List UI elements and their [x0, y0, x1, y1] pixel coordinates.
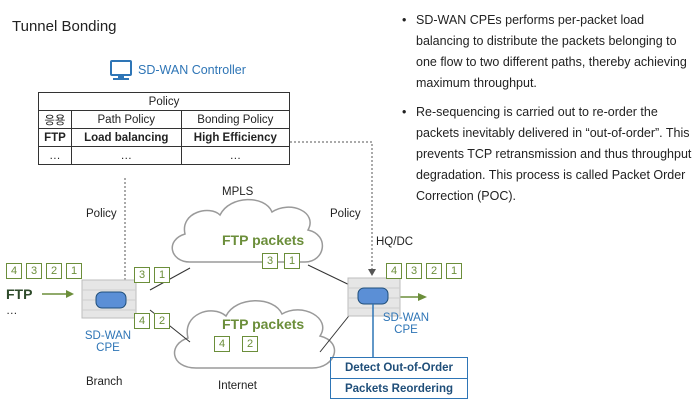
hq-cpe-line1: SD-WAN: [382, 312, 430, 324]
bullet-text: SD-WAN CPEs performs per-packet load bal…: [416, 13, 687, 90]
bullet-dot-icon: •: [402, 105, 407, 119]
hq-cpe-icon: [347, 277, 401, 317]
diagram-title: Tunnel Bonding: [12, 18, 117, 35]
packet-box: 2: [426, 263, 442, 279]
policy-cell: High Efficiency: [180, 128, 291, 147]
policy-label-hq: Policy: [330, 208, 361, 220]
branch-cpe-icon: [81, 279, 137, 319]
policy-cell: …: [38, 146, 72, 165]
packet-box: 3: [262, 253, 278, 269]
policy-cell: …: [180, 146, 291, 165]
packet-box: 1: [284, 253, 300, 269]
bullet-item: • SD-WAN CPEs performs per-packet load b…: [402, 10, 692, 94]
hq-cpe-line2: CPE: [394, 324, 418, 336]
packet-box: 2: [242, 336, 258, 352]
internet-cloud-label: FTP packets: [222, 316, 305, 332]
policy-cell: …: [70, 146, 182, 165]
policy-col-path: Path Policy: [70, 110, 182, 129]
branch-cpe-line2: CPE: [96, 342, 120, 354]
policy-col-bonding: Bonding Policy: [180, 110, 291, 129]
policy-table: Policy 응용 Path Policy Bonding Policy FTP…: [38, 92, 291, 165]
internet-cloud: [173, 300, 336, 369]
policy-col-app: 응용: [38, 110, 72, 129]
packet-box: 1: [446, 263, 462, 279]
monitor-icon: [110, 60, 132, 80]
mpls-cloud-label: FTP packets: [222, 232, 305, 248]
branch-cpe-label: SD-WAN CPE: [78, 330, 138, 354]
branch-label: Branch: [86, 376, 123, 388]
hq-label: HQ/DC: [376, 236, 414, 248]
bullet-text: Re-sequencing is carried out to re-order…: [416, 105, 692, 203]
packet-box: 3: [406, 263, 422, 279]
hq-cpe-label: SD-WAN CPE: [376, 312, 436, 336]
packet-box: 4: [214, 336, 230, 352]
packet-box: 4: [6, 263, 22, 279]
bullet-dot-icon: •: [402, 13, 407, 27]
hq-function-box: Detect Out-of-Order Packets Reordering: [330, 357, 468, 399]
mpls-cloud: [171, 198, 324, 263]
controller-label: SD-WAN Controller: [138, 63, 246, 77]
packet-box: 3: [26, 263, 42, 279]
packet-box: 4: [386, 263, 402, 279]
packet-box: 4: [134, 313, 150, 329]
policy-line-hq: [290, 141, 373, 272]
packet-box: 3: [134, 267, 150, 283]
packet-box: 1: [154, 267, 170, 283]
packet-box: 2: [46, 263, 62, 279]
explanation-bullets: • SD-WAN CPEs performs per-packet load b…: [402, 10, 692, 215]
policy-cell: Load balancing: [70, 128, 182, 147]
branch-cpe-line1: SD-WAN: [84, 330, 132, 342]
policy-table-header: Policy: [38, 92, 290, 111]
ftp-label: FTP: [6, 286, 33, 302]
packet-box: 2: [154, 313, 170, 329]
detect-out-of-order: Detect Out-of-Order: [331, 358, 467, 379]
packets-reordering: Packets Reordering: [344, 383, 453, 395]
policy-label-branch: Policy: [86, 208, 117, 220]
internet-label: Internet: [218, 380, 257, 392]
bullet-item: • Re-sequencing is carried out to re-ord…: [402, 102, 692, 207]
packet-box: 1: [66, 263, 82, 279]
ftp-ellipsis: …: [6, 305, 18, 317]
mpls-label: MPLS: [222, 186, 254, 198]
policy-cell: FTP: [38, 128, 72, 147]
